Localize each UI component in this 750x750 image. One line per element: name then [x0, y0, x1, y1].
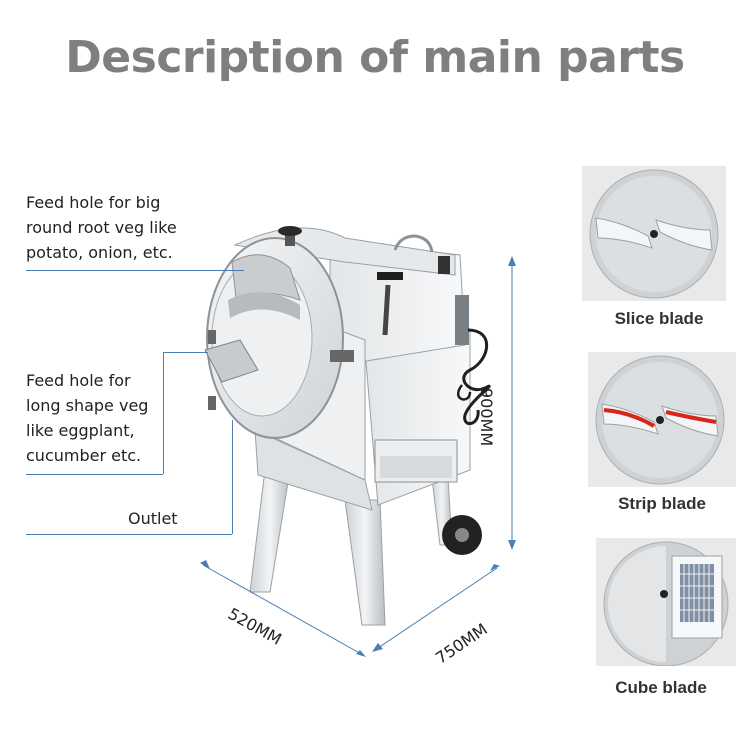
callout-feed-hole-big: Feed hole for big round root veg like po…	[26, 190, 177, 265]
slice-blade-image	[582, 166, 726, 301]
callout-line: Feed hole for	[26, 371, 131, 390]
callout-leader-line	[26, 474, 163, 475]
callout-feed-hole-long: Feed hole for long shape veg like eggpla…	[26, 368, 148, 468]
strip-blade-image	[588, 352, 736, 487]
callout-outlet: Outlet	[128, 506, 178, 531]
callout-leader-line	[163, 352, 164, 474]
callout-line: Feed hole for big	[26, 193, 161, 212]
callout-leader-line	[232, 420, 233, 534]
cube-blade-label: Cube blade	[615, 678, 707, 697]
callout-leader-line	[163, 352, 208, 353]
slice-blade-label: Slice blade	[614, 309, 704, 328]
cube-blade-image	[596, 538, 736, 666]
callout-line: cucumber etc.	[26, 446, 142, 465]
strip-blade-label: Strip blade	[618, 494, 706, 513]
callout-line: Outlet	[128, 509, 178, 528]
callout-line: long shape veg	[26, 396, 149, 415]
callout-line: potato, onion, etc.	[26, 243, 173, 262]
callout-line: like eggplant,	[26, 421, 135, 440]
page-title: Description of main parts	[65, 32, 685, 83]
dimension-height-label: 900MM	[477, 388, 496, 447]
callout-leader-line	[26, 534, 232, 535]
callout-leader-line	[26, 270, 244, 271]
callout-line: round root veg like	[26, 218, 177, 237]
